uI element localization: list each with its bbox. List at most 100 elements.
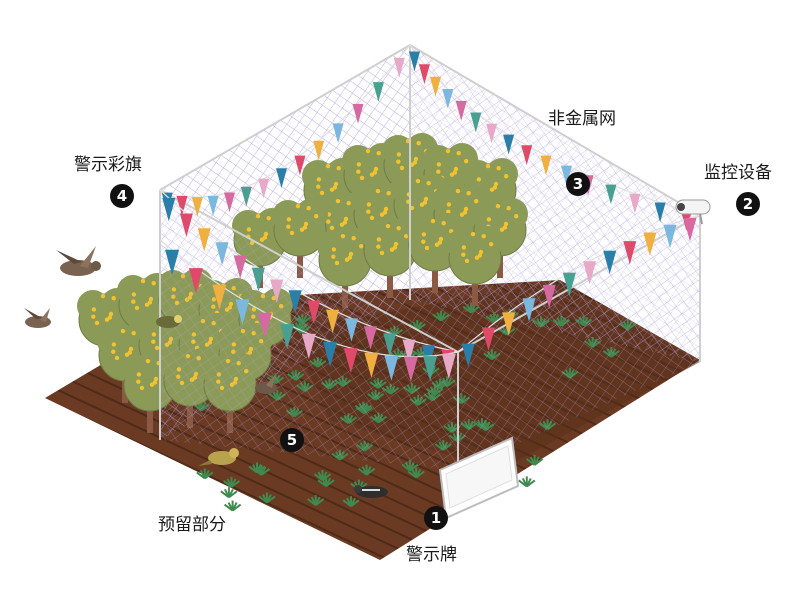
- flag-pennant: [430, 76, 441, 97]
- flag-pennant: [372, 82, 384, 102]
- flag-pennant: [294, 155, 306, 176]
- flag-pennant: [583, 261, 597, 285]
- flag-pennant: [307, 300, 321, 324]
- badge-warning-sign: 1: [424, 506, 448, 530]
- crop-plant: [317, 476, 335, 488]
- flag-pennant: [212, 284, 227, 310]
- camera-icon: [675, 199, 711, 225]
- flag-pennant: [280, 324, 295, 350]
- flag-pennant: [442, 89, 454, 109]
- flag-pennant: [486, 123, 498, 144]
- flag-pennant: [345, 318, 358, 342]
- crop-plant: [485, 312, 503, 324]
- flag-pennant: [643, 232, 657, 256]
- flag-pennant: [522, 298, 536, 322]
- flag-pennant: [162, 198, 176, 222]
- net-front-left: [160, 190, 458, 470]
- fruit-tree: [272, 198, 328, 278]
- flag-pennant: [605, 184, 617, 205]
- badge-non-metal-net: 3: [566, 172, 590, 196]
- fruit-tree: [407, 213, 463, 293]
- net-front-right: [458, 215, 700, 470]
- flag-pennant: [188, 268, 203, 294]
- crop-plant: [342, 496, 360, 508]
- flag-pennant: [383, 333, 397, 357]
- flag-pennant: [402, 339, 416, 363]
- flag-pennant: [233, 255, 247, 279]
- flag-pennant: [276, 168, 287, 189]
- bird-icon: [255, 374, 277, 394]
- flag-pennant: [441, 353, 456, 379]
- bird-icon: [354, 485, 388, 498]
- flag-pennant: [240, 186, 252, 207]
- crop-plant: [307, 495, 325, 506]
- flag-pennant: [207, 195, 219, 216]
- badge-warning-flags: 4: [110, 184, 134, 208]
- flag-pennant: [461, 343, 475, 367]
- badge-monitoring-device: 2: [736, 192, 760, 216]
- label-warning-flags: 警示彩旗: [74, 155, 142, 175]
- crop-plant: [407, 467, 425, 479]
- crop-plant: [462, 302, 480, 314]
- flag-pennant: [176, 196, 188, 216]
- flag-pennant: [301, 333, 316, 359]
- crop-plant: [258, 492, 276, 504]
- flag-pennant: [352, 103, 364, 124]
- crop-plant: [196, 468, 214, 480]
- flag-pennant: [542, 284, 556, 309]
- flag-pennant: [323, 341, 338, 367]
- flag-pennant: [623, 241, 637, 265]
- fruit-tree: [447, 226, 503, 306]
- flag-pennant: [455, 100, 467, 121]
- flag-pennant: [165, 249, 180, 275]
- crop-plant: [220, 487, 238, 499]
- flag-pennant: [235, 299, 250, 325]
- flag-pennant: [313, 140, 325, 161]
- flag-pennant: [326, 309, 340, 334]
- crop-plant: [222, 476, 241, 488]
- flag-pennant: [540, 155, 552, 176]
- flag-pennant: [364, 352, 379, 378]
- bird-icon: [56, 246, 101, 276]
- flag-pennant: [470, 112, 482, 133]
- label-monitoring-device: 监控设备: [704, 163, 772, 183]
- flag-pennant: [288, 290, 302, 314]
- flag-pennant: [502, 312, 516, 336]
- bird-icon: [24, 308, 51, 328]
- label-reserved-section: 预留部分: [158, 515, 226, 535]
- label-non-metal-net: 非金属网: [548, 109, 616, 129]
- flag-pennant: [343, 348, 358, 374]
- bird-icon: [156, 315, 182, 328]
- flag-pennant: [482, 327, 495, 351]
- flag-pennant: [503, 134, 515, 155]
- flag-pennant: [215, 242, 229, 266]
- flag-pennant: [270, 279, 284, 303]
- flag-pennant: [191, 197, 203, 217]
- label-warning-sign: 警示牌: [406, 545, 457, 565]
- flag-pennant: [521, 145, 533, 166]
- warning-sign-board-icon: [438, 436, 520, 520]
- flag-pennant: [409, 51, 420, 72]
- flag-pennant: [197, 228, 211, 252]
- flag-pennant: [683, 218, 697, 242]
- flag-pennant: [257, 312, 272, 338]
- flag-pennant: [629, 193, 641, 214]
- flag-pennant: [224, 192, 235, 213]
- flag-pennant: [393, 57, 405, 78]
- crop-plant: [432, 310, 450, 322]
- flag-pennant: [258, 178, 270, 199]
- flag-pennant: [562, 272, 576, 296]
- flag-pennant: [403, 356, 418, 382]
- crop-plant: [525, 455, 544, 466]
- flag-pennant: [418, 64, 430, 85]
- flag-pennant: [384, 355, 399, 381]
- fruit-tree: [317, 228, 373, 308]
- warning-flag-strings: [159, 44, 701, 382]
- flag-pennant: [561, 165, 572, 186]
- flag-pennant: [654, 202, 666, 223]
- crop-plant: [358, 464, 376, 476]
- flag-pennant: [663, 224, 677, 249]
- crop-plant: [224, 500, 242, 512]
